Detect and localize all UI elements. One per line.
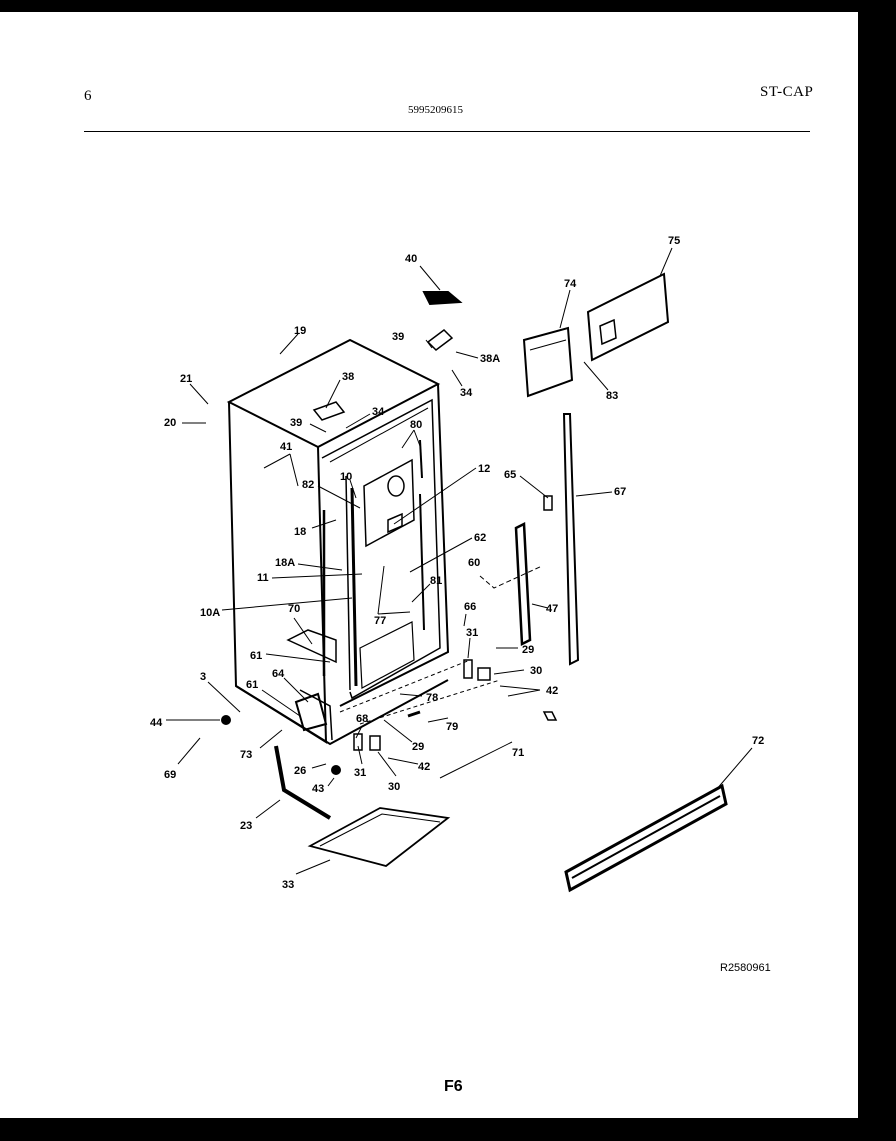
callout-label: 33 [282, 879, 294, 891]
callout-label: 70 [288, 603, 300, 615]
header-rule [84, 131, 810, 132]
callout-label: 81 [430, 575, 442, 587]
reference-code: R2580961 [720, 962, 771, 974]
callout-label: 20 [164, 417, 176, 429]
callout-label: 65 [504, 469, 516, 481]
callout-label: 69 [164, 769, 176, 781]
parts-sheet [0, 12, 858, 1118]
callout-label: 29 [522, 644, 534, 656]
callout-label: 67 [614, 486, 626, 498]
callout-label: 30 [530, 665, 542, 677]
callout-label: 83 [606, 390, 618, 402]
part-number: 5995209615 [408, 104, 463, 116]
callout-label: 60 [468, 557, 480, 569]
callout-label: 64 [272, 668, 285, 680]
callout-label: 79 [446, 721, 458, 733]
callout-label: 61 [246, 679, 258, 691]
callout-label: 30 [388, 781, 400, 793]
callout-label: 43 [312, 783, 324, 795]
callout-label: 42 [418, 761, 430, 773]
callout-label: 71 [512, 747, 524, 759]
callout-label: 39 [392, 331, 404, 343]
callout-label: 23 [240, 820, 252, 832]
callout-label: 44 [150, 717, 163, 729]
parts-drawing [221, 272, 728, 893]
callout-label: 72 [752, 735, 764, 747]
page-number: 6 [84, 88, 92, 104]
callout-label: 11 [257, 572, 269, 584]
callout-labels: 40 75 74 19 39 38A 34 83 21 38 20 39 34 … [150, 235, 764, 891]
callout-label: 18A [275, 557, 295, 569]
page-id: F6 [444, 1078, 463, 1095]
callout-label: 68 [356, 713, 368, 725]
callout-label: 21 [180, 373, 192, 385]
callout-label: 62 [474, 532, 486, 544]
callout-label: 34 [372, 406, 385, 418]
callout-label: 78 [426, 692, 438, 704]
callout-label: 82 [302, 479, 314, 491]
callout-label: 80 [410, 419, 422, 431]
leader-lines [166, 247, 753, 875]
callout-label: 38 [342, 371, 354, 383]
callout-label: 75 [668, 235, 680, 247]
callout-label: 19 [294, 325, 306, 337]
callout-label: 26 [294, 765, 306, 777]
callout-label: 31 [466, 627, 478, 639]
callout-label: 47 [546, 603, 558, 615]
callout-label: 10 [340, 471, 352, 483]
callout-label: 18 [294, 526, 306, 538]
callout-label: 61 [250, 650, 262, 662]
callout-label: 29 [412, 741, 424, 753]
cabinet-drawing [226, 338, 501, 746]
callout-label: 74 [564, 278, 577, 290]
callout-label: 39 [290, 417, 302, 429]
callout-label: 3 [200, 671, 206, 683]
callout-label: 31 [354, 767, 366, 779]
model-code: ST-CAP [760, 84, 814, 100]
callout-label: 41 [280, 441, 292, 453]
callout-label: 10A [200, 607, 220, 619]
callout-label: 73 [240, 749, 252, 761]
callout-label: 66 [464, 601, 476, 613]
callout-label: 12 [478, 463, 490, 475]
callout-label: 38A [480, 353, 500, 365]
callout-label: 42 [546, 685, 558, 697]
callout-label: 40 [405, 253, 417, 265]
callout-label: 77 [374, 615, 386, 627]
callout-label: 34 [460, 387, 473, 399]
